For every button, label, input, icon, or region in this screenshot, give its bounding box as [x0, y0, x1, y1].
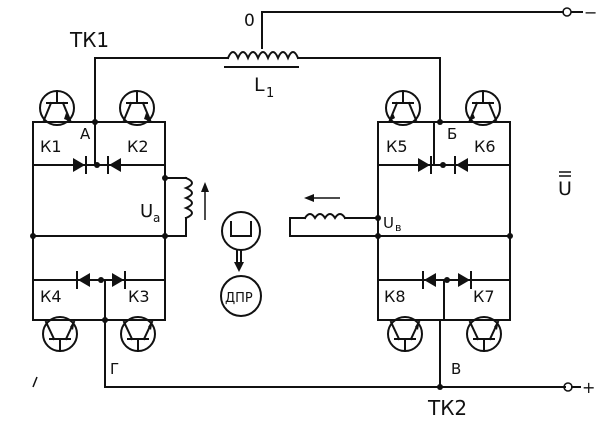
label-k3: К3 — [128, 287, 150, 306]
label-k8: К8 — [384, 287, 406, 306]
transistor-k3 — [120, 316, 156, 352]
transistor-k5 — [385, 90, 421, 126]
label-ua-sub: а — [153, 211, 160, 225]
label-k2: К2 — [127, 137, 149, 156]
label-inductor-sub: 1 — [266, 86, 274, 101]
label-zero: 0 — [244, 11, 255, 31]
diodes-left-bottom — [76, 271, 126, 289]
top-rail — [261, 7, 583, 23]
label-node-v: В — [451, 360, 461, 378]
label-uv-sub: в — [395, 221, 401, 234]
label-minus: − — [584, 3, 597, 22]
transistor-k6 — [465, 90, 501, 126]
label-tk2: ТК2 — [427, 396, 467, 420]
label-sensor: ДПР — [225, 291, 253, 306]
label-uv: U — [383, 214, 394, 232]
label-inductor: L — [254, 74, 265, 96]
label-plus: + — [582, 378, 595, 397]
label-k7: К7 — [473, 287, 495, 306]
right-bridge — [289, 57, 513, 390]
position-sensor — [220, 275, 262, 317]
transistor-k2 — [119, 90, 155, 126]
label-k6: К6 — [474, 137, 496, 156]
transistor-k7 — [466, 316, 502, 352]
label-supply: U — [558, 178, 572, 200]
minus-terminal — [562, 7, 572, 17]
bottom-rail — [104, 382, 581, 392]
label-node-b: Б — [447, 125, 457, 143]
stray-mark — [32, 376, 38, 388]
label-k1: К1 — [40, 137, 62, 156]
diodes-right-top — [418, 156, 468, 174]
label-k5: К5 — [386, 137, 408, 156]
transistor-k4 — [42, 316, 78, 352]
left-bridge — [30, 57, 209, 388]
transistor-k1 — [39, 90, 75, 126]
label-tk1: ТК1 — [69, 28, 109, 52]
inductor-l1 — [94, 21, 441, 68]
diodes-right-bottom — [422, 271, 472, 289]
label-ua: U — [140, 201, 153, 222]
label-node-g: Г — [110, 360, 119, 378]
transistor-k8 — [387, 316, 423, 352]
label-node-a: А — [80, 125, 91, 143]
label-k4: К4 — [40, 287, 62, 306]
motor — [221, 211, 261, 272]
diodes-left-top — [73, 156, 121, 174]
